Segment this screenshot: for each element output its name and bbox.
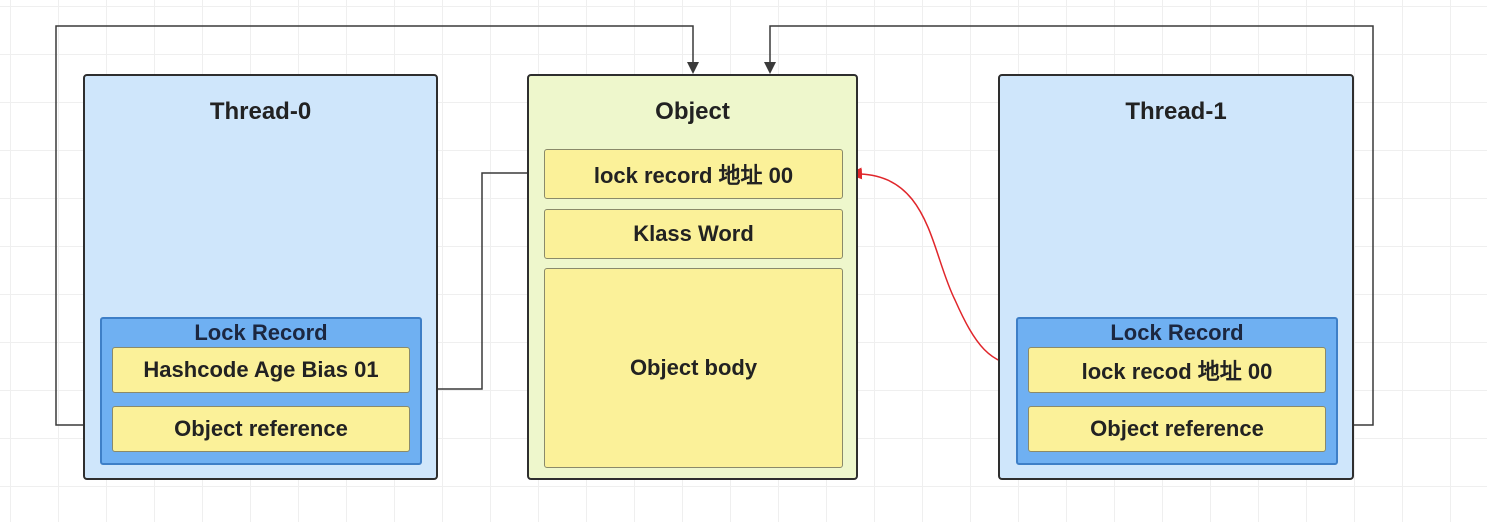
object-klass-word-cell: Klass Word <box>544 209 843 259</box>
thread-1-lock-record-title: Lock Record <box>1110 320 1244 345</box>
cas-arrow <box>848 167 1026 372</box>
thread-0-panel: Thread-0 Lock Record Hashcode Age Bias 0… <box>83 74 438 480</box>
thread-0-lock-record-title: Lock Record <box>194 320 328 345</box>
object-body-cell: Object body <box>544 268 843 468</box>
object-panel: Object lock record 地址 00 Klass Word Obje… <box>527 74 858 480</box>
thread1-object-reference-link <box>764 25 1374 426</box>
thread-1-lock-record-address-cell: lock recod 地址 00 <box>1028 347 1326 393</box>
object-lock-record-address-cell: lock record 地址 00 <box>544 149 843 199</box>
thread-0-lock-record: Lock Record Hashcode Age Bias 01 Object … <box>100 317 422 465</box>
thread-0-title: Thread-0 <box>209 98 312 125</box>
mark-word-to-thread0-lock-record-link <box>422 172 544 395</box>
thread-1-title: Thread-1 <box>1125 98 1227 125</box>
thread0-object-reference-link <box>55 25 699 426</box>
object-title: Object <box>655 98 730 125</box>
thread-1-panel: Thread-1 Lock Record lock recod 地址 00 Ob… <box>998 74 1354 480</box>
thread-0-object-reference-cell: Object reference <box>112 406 410 452</box>
thread-1-lock-record: Lock Record lock recod 地址 00 Object refe… <box>1016 317 1338 465</box>
thread-1-object-reference-cell: Object reference <box>1028 406 1326 452</box>
thread-0-hashcode-cell: Hashcode Age Bias 01 <box>112 347 410 393</box>
